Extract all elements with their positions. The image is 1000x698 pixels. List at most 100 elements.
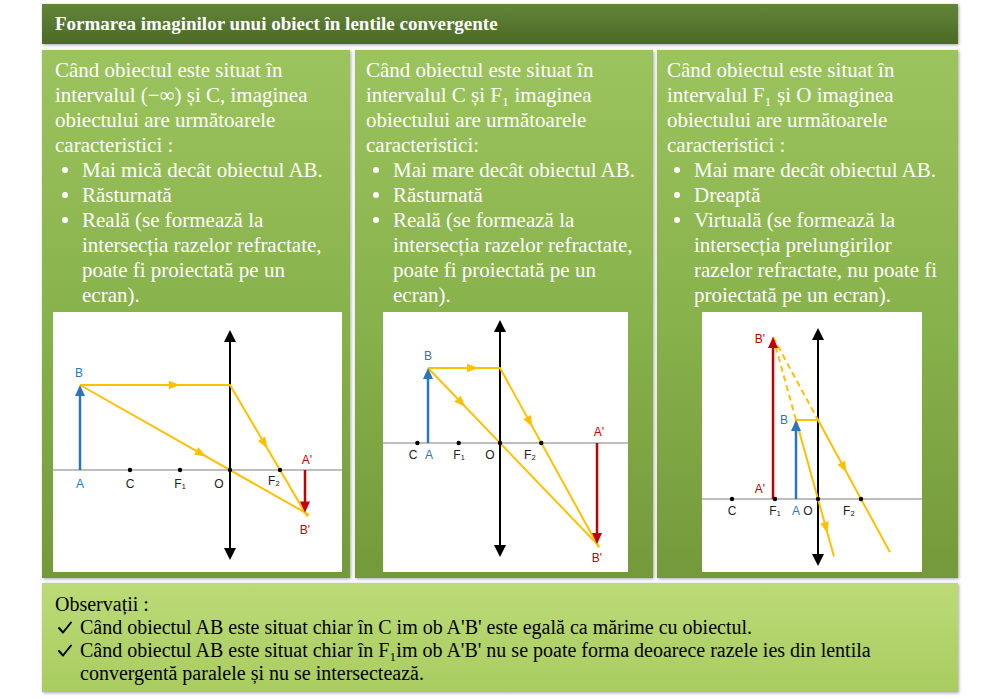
point-label: A [75,478,85,490]
check-item: Când obiectul AB este situat chiar în F₁… [55,639,938,685]
bullet-item: Mai mică decât obiectul AB. [55,158,340,183]
axis-point [498,441,502,445]
point-label: F₂ [267,475,281,487]
point-label: F₁ [173,478,186,490]
lens-diagram [383,312,628,572]
title-band: Formarea imaginilor unui obiect în lenti… [42,4,958,44]
point-label: A' [754,483,766,495]
lens-head [812,554,824,566]
check-mark [57,643,73,659]
ray-extension [773,337,818,420]
light-ray [428,368,599,546]
notes-heading: Observații : [55,593,938,616]
bullet-item: Reală (se formează la intersecția razelo… [55,208,340,308]
lens-line [229,338,231,552]
optical-axis [383,442,628,443]
bullet-dot [674,167,680,173]
bullet-dot [373,217,379,223]
bullet-item: Răsturnată [366,183,645,208]
ray-arrow [258,437,267,449]
check-mark [57,620,73,636]
object-arrow [795,428,798,499]
image-arrow-head [768,337,778,348]
case-intro: Când obiectul este situat în intervalul … [55,58,340,158]
axis-point [859,497,863,501]
lens-head [494,545,506,557]
bullet-item: Virtuală (se formează la intersecția pre… [667,208,950,308]
bullet-dot [62,217,68,223]
point-label: O [802,505,813,517]
point-label: B' [754,333,766,345]
axis-point [415,441,419,445]
case-intro: Când obiectul este situat în intervalul … [667,58,950,158]
ray-arrow [523,415,532,427]
diagram-ground [702,312,922,572]
point-label: A' [301,454,313,466]
object-arrow-head [75,385,85,396]
axis-point [457,441,461,445]
point-label: C [408,449,419,461]
axis-point [730,497,734,501]
image-arrow-head [300,502,310,513]
bullet-dot [674,192,680,198]
light-ray [428,368,599,548]
axis-point [773,497,777,501]
check-item: Când obiectul AB este situat chiar în C … [55,616,938,639]
light-ray [796,420,890,552]
bullet-dot [373,167,379,173]
image-arrow [772,345,775,499]
axis-point [228,468,232,472]
point-label: O [484,449,495,461]
optical-axis [702,498,922,499]
point-label: O [213,478,224,490]
image-arrow [596,443,599,536]
object-arrow-head [423,368,433,379]
point-label: C [125,478,136,490]
ray-arrow [837,461,846,473]
case-panel: Când obiectul este situat în intervalul … [355,50,653,578]
ray-arrow [820,521,828,533]
light-ray [80,385,309,515]
case-panel: Când obiectul este situat în intervalul … [657,50,958,578]
image-arrow [304,470,307,505]
object-arrow-head [791,420,801,431]
ray-arrow [169,381,180,390]
point-label: A [791,505,801,517]
point-label: B [779,414,789,426]
ray-arrow [194,447,206,456]
lens-line [499,328,501,549]
diagram-ground [53,312,342,572]
point-label: F₁ [768,505,781,517]
point-label: B [74,367,84,379]
point-label: A' [593,426,605,438]
ray-arrow [454,396,465,407]
bullet-dot [674,217,680,223]
lens-head [224,330,236,342]
notes-box: Observații :Când obiectul AB este situat… [42,583,958,692]
axis-point [178,468,182,472]
lens-head [812,328,824,340]
light-ray [796,420,834,557]
bullet-item: Reală (se formează la intersecția razelo… [366,208,645,308]
optical-axis [53,469,342,470]
point-label: B' [591,552,603,564]
bullet-dot [62,192,68,198]
case-intro: Când obiectul este situat în intervalul … [366,58,645,158]
lens-diagram [702,312,922,572]
lens-head [224,548,236,560]
lens-line [817,336,819,558]
image-arrow-head [592,533,602,544]
bullet-item: Mai mare decât obiectul AB. [366,158,645,183]
diagram-ground [383,312,628,572]
bullet-item: Dreaptă [667,183,950,208]
point-label: A [424,449,434,461]
ray-extension [773,337,796,420]
axis-point [278,468,282,472]
bullet-item: Răsturnată [55,183,340,208]
bullet-dot [62,167,68,173]
point-label: B [423,350,433,362]
object-arrow [79,393,82,470]
point-label: F₂ [842,505,856,517]
diagram-title: Formarea imaginilor unui obiect în lenti… [42,4,958,35]
